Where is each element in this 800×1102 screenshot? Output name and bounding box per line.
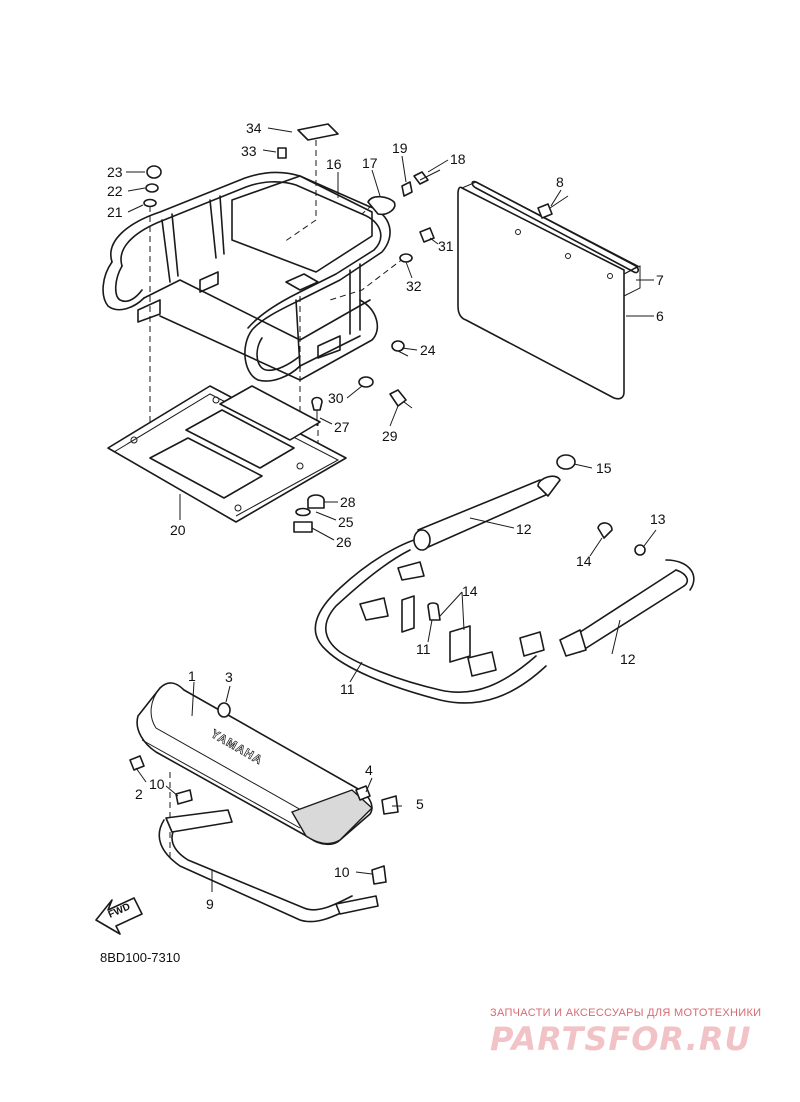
callout-24: 22 — [107, 183, 123, 199]
callout-10-upper: 10 — [149, 776, 165, 792]
carrier-base-plate — [107, 385, 347, 523]
rack-hardware — [143, 123, 441, 533]
callout-31: 29 — [382, 428, 398, 444]
callout-17: 15 — [596, 460, 612, 476]
callout-36: 34 — [246, 120, 262, 136]
callout-34: 32 — [406, 278, 422, 294]
callout-8: 8 — [556, 174, 564, 190]
callout-7: 7 — [656, 272, 664, 288]
callout-23: 21 — [107, 204, 123, 220]
callout-28: 26 — [336, 534, 352, 550]
callout-2: 2 — [135, 786, 143, 802]
callout-30: 28 — [340, 494, 356, 510]
callout-19: 17 — [362, 155, 378, 171]
watermark-logo: PARTSFOR.RU — [490, 1020, 752, 1058]
bumper-bracket — [158, 789, 387, 923]
callout-21: 19 — [392, 140, 408, 156]
callout-25: 23 — [107, 164, 123, 180]
callout-29: 27 — [334, 419, 350, 435]
drawing-code: 8BD100-7310 — [100, 950, 181, 965]
callout-9: 9 — [206, 896, 214, 912]
callout-leaders — [126, 127, 657, 892]
callout-18: 16 — [326, 156, 342, 172]
callout-14: 14 — [576, 553, 592, 569]
callout-13: 11 — [416, 641, 431, 657]
fwd-arrow-icon: FWD — [95, 897, 143, 935]
callout-35: 33 — [241, 143, 257, 159]
callout-11: 11 — [340, 681, 355, 697]
callout-20: 18 — [450, 151, 466, 167]
callout-32: 30 — [328, 390, 344, 406]
plate-assembly — [457, 180, 641, 400]
callout-22: 20 — [170, 522, 186, 538]
callout-27: 25 — [338, 514, 354, 530]
callout-33: 31 — [438, 238, 454, 254]
callout-1: 1 — [188, 668, 196, 684]
callout-10-lower: 10 — [334, 864, 350, 880]
callout-12-lower: 12 — [620, 651, 636, 667]
callout-3: 3 — [225, 669, 233, 685]
watermark-tagline: ЗАПЧАСТИ И АКСЕССУАРЫ ДЛЯ МОТОТЕХНИКИ — [490, 1007, 762, 1019]
rear-bar-assembly — [314, 454, 695, 704]
callout-12-upper: 12 — [516, 521, 532, 537]
callout-4: 4 — [365, 762, 373, 778]
callout-5: 5 — [416, 796, 424, 812]
callout-16: 14 — [462, 583, 478, 599]
callout-15: 13 — [650, 511, 666, 527]
rear-carrier-rack — [102, 171, 391, 382]
callout-26: 24 — [420, 342, 436, 358]
callout-6: 6 — [656, 308, 664, 324]
front-bumper: YAMAHA — [129, 682, 399, 846]
callout-numbers: 34 33 16 17 19 18 23 22 21 8 7 6 31 32 2… — [107, 120, 666, 912]
